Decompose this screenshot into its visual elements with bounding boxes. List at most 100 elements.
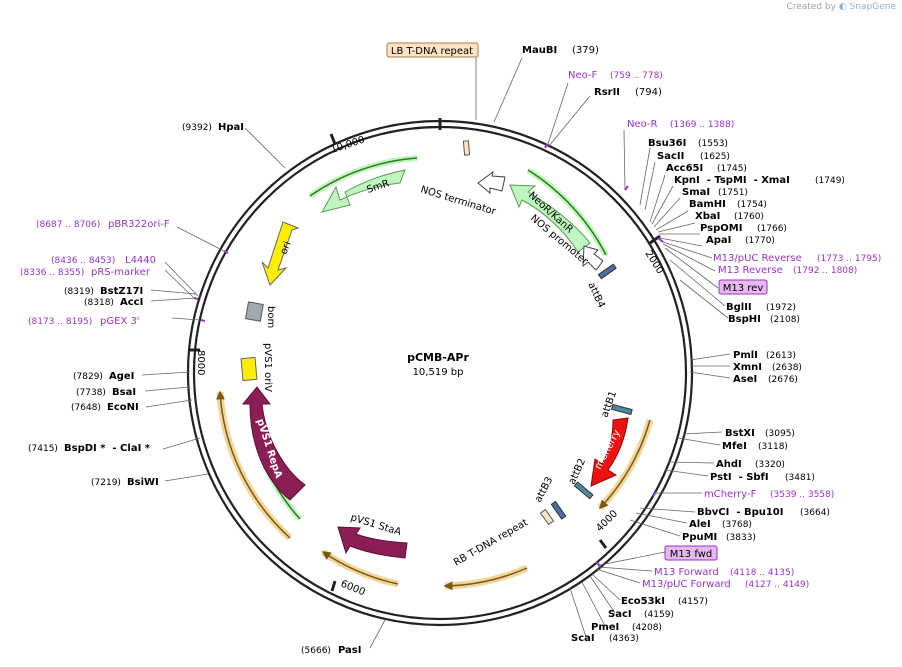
feature-rb-tdna[interactable]: [462, 140, 555, 526]
primer-m13-forward[interactable]: M13 Forward(4118 .. 4135): [654, 567, 794, 578]
site-ppumi[interactable]: PpuMI(3833): [682, 532, 756, 543]
credit-brand: SnapGene: [849, 2, 896, 12]
orf-arc-2-line: [443, 567, 528, 591]
orf-arc-7-line: [527, 169, 607, 256]
feature-attb4[interactable]: attB4: [585, 263, 617, 310]
svg-text:(4127 .. 4149): (4127 .. 4149): [745, 580, 809, 590]
site-scai[interactable]: ScaI(4363): [571, 633, 639, 644]
primer-box-m13-fwd[interactable]: M13 fwd: [664, 545, 718, 561]
feature-attb1[interactable]: attB1: [599, 390, 633, 419]
site-bbvci-bpu10i[interactable]: BbvCI - Bpu10I (3664): [697, 507, 830, 518]
site-bsu36i[interactable]: Bsu36I(1553): [648, 138, 728, 149]
svg-text:(9392): (9392): [182, 123, 212, 133]
feature-box-lb-tdna[interactable]: LB T-DNA repeat: [386, 42, 479, 58]
primer-m13-puc-forward[interactable]: M13/pUC Forward(4127 .. 4149): [642, 579, 809, 590]
svg-text:(2638): (2638): [772, 363, 802, 373]
site-smai[interactable]: SmaI(1751): [682, 187, 748, 198]
site-bsiwi[interactable]: (7219)BsiWI: [91, 477, 159, 488]
primer-mcherry-f[interactable]: mCherry-F(3539 .. 3558): [704, 489, 834, 500]
site-agei[interactable]: (7829)AgeI: [73, 371, 134, 382]
site-bspdi-clai[interactable]: (7415)BspDI * - ClaI *: [28, 443, 151, 454]
site-acc65i[interactable]: Acc65I(1745): [666, 163, 747, 174]
primer-neo-f[interactable]: Neo-F(759 .. 778): [568, 70, 663, 81]
orf-arc-3-line: [321, 551, 399, 585]
feature-pvs1-staa[interactable]: pVS1 StaA: [337, 512, 408, 559]
site-bstz17i[interactable]: (8319)BstZ17I: [64, 286, 143, 297]
svg-text:(1745): (1745): [717, 164, 747, 174]
site-rsrii[interactable]: RsrII(794): [594, 87, 662, 98]
svg-text:(5666): (5666): [301, 646, 331, 656]
svg-text:BbvCI - Bpu10I: BbvCI - Bpu10I: [697, 507, 784, 518]
svg-text:KpnI - TspMI - XmaI: KpnI - TspMI - XmaI: [674, 175, 790, 186]
leader-lines: [141, 56, 731, 649]
svg-text:PmlI: PmlI: [733, 350, 758, 361]
site-alei[interactable]: AleI(3768): [689, 519, 752, 530]
site-bstxi[interactable]: BstXI(3095): [725, 428, 795, 439]
svg-text:(2613): (2613): [766, 351, 796, 361]
svg-text:M13 rev: M13 rev: [723, 283, 764, 294]
site-ahdi[interactable]: AhdI(3320): [716, 459, 785, 470]
svg-text:(1754): (1754): [737, 200, 767, 210]
site-hpai[interactable]: (9392)HpaI: [182, 122, 244, 133]
svg-text:(8687 .. 8706): (8687 .. 8706): [36, 220, 100, 230]
feature-nos-terminator[interactable]: NOS terminator: [419, 170, 506, 218]
site-bsphi[interactable]: BspHI(2108): [728, 314, 800, 325]
feature-pvs1-oriv[interactable]: pVS1 oriV: [240, 343, 273, 392]
svg-text:(1553): (1553): [698, 139, 728, 149]
site-apai[interactable]: ApaI(1770): [706, 235, 775, 246]
site-psti-sbfi[interactable]: PstI - SbfI(3481): [710, 472, 815, 483]
primer-prs-marker[interactable]: (8336 .. 8355)pRS-marker: [20, 267, 151, 278]
site-kpni-tspmi-xmai[interactable]: KpnI - TspMI - XmaI(1749): [674, 175, 845, 186]
site-sacii[interactable]: SacII(1625): [657, 151, 730, 162]
site-econi[interactable]: (7648)EcoNI: [71, 402, 139, 413]
feature-bom[interactable]: bom: [244, 301, 276, 328]
site-xmni[interactable]: XmnI(2638): [733, 362, 802, 373]
primer-m13-reverse[interactable]: M13 Reverse(1792 .. 1808): [718, 265, 857, 276]
feature-smr[interactable]: SmR: [320, 169, 406, 213]
svg-text:SmaI: SmaI: [682, 187, 710, 198]
site-eco53ki[interactable]: Eco53kI(4157): [621, 596, 708, 607]
site-pasi[interactable]: (5666)PasI: [301, 645, 361, 656]
feature-attb3[interactable]: attB3: [533, 475, 567, 520]
site-pspomi[interactable]: PspOMI(1766): [700, 223, 787, 234]
site-acci[interactable]: (8318)AccI: [84, 297, 143, 308]
svg-text:SacI: SacI: [608, 609, 632, 620]
svg-text:(3118): (3118): [758, 442, 788, 452]
site-mfei[interactable]: MfeI(3118): [722, 441, 788, 452]
site-asei[interactable]: AseI(2676): [733, 374, 798, 385]
site-bamhi[interactable]: BamHI(1754): [689, 199, 767, 210]
orf-arc-6-line: [309, 157, 418, 197]
feature-ori[interactable]: ori: [261, 221, 300, 286]
svg-text:AgeI: AgeI: [109, 371, 134, 382]
feature-neor-kanr[interactable]: NeoR/KanR: [509, 184, 591, 253]
primer-pgex-3[interactable]: (8173 .. 8195)pGEX 3': [28, 316, 140, 327]
feature-label-rb-tdna: RB T-DNA repeat: [452, 517, 530, 568]
site-saci[interactable]: SacI(4159): [608, 609, 674, 620]
svg-text:M13 Reverse: M13 Reverse: [718, 265, 783, 276]
feature-attb2[interactable]: attB2: [567, 457, 594, 500]
site-pmei[interactable]: PmeI(4208): [591, 622, 662, 633]
feature-label-ori: ori: [279, 240, 294, 256]
feature-pvs1-repa[interactable]: pVS1 RepA: [241, 386, 306, 501]
site-pmli[interactable]: PmlI (2613): [733, 350, 796, 361]
svg-text:pBR322ori-F: pBR322ori-F: [108, 219, 170, 230]
site-xbai[interactable]: XbaI(1760): [695, 211, 764, 222]
primer-pbr322ori-f[interactable]: (8687 .. 8706) pBR322ori-F: [36, 219, 170, 230]
primer-l4440[interactable]: (8436 .. 8453)L4440: [51, 255, 156, 266]
svg-text:BspHI: BspHI: [728, 314, 761, 325]
svg-text:(2676): (2676): [768, 375, 798, 385]
svg-text:PmeI: PmeI: [591, 622, 619, 633]
site-bsai[interactable]: (7738)BsaI: [76, 387, 136, 398]
primer-box-m13-rev[interactable]: M13 rev: [718, 279, 768, 295]
svg-text:M13/pUC Reverse: M13/pUC Reverse: [713, 253, 802, 264]
svg-text:(3664): (3664): [800, 508, 830, 518]
primer-m13-puc-reverse[interactable]: M13/pUC Reverse(1773 .. 1795): [713, 253, 881, 264]
svg-text:(1766): (1766): [757, 224, 787, 234]
tick-label-4000: 4000: [594, 508, 620, 534]
site-maubi[interactable]: MauBI(379): [522, 45, 599, 56]
primer-neo-r[interactable]: Neo-R(1369 .. 1388): [627, 119, 734, 130]
svg-text:(8173 .. 8195): (8173 .. 8195): [28, 317, 92, 327]
site-bglii[interactable]: BglII(1972): [726, 302, 796, 313]
svg-text:RsrII: RsrII: [594, 87, 620, 98]
